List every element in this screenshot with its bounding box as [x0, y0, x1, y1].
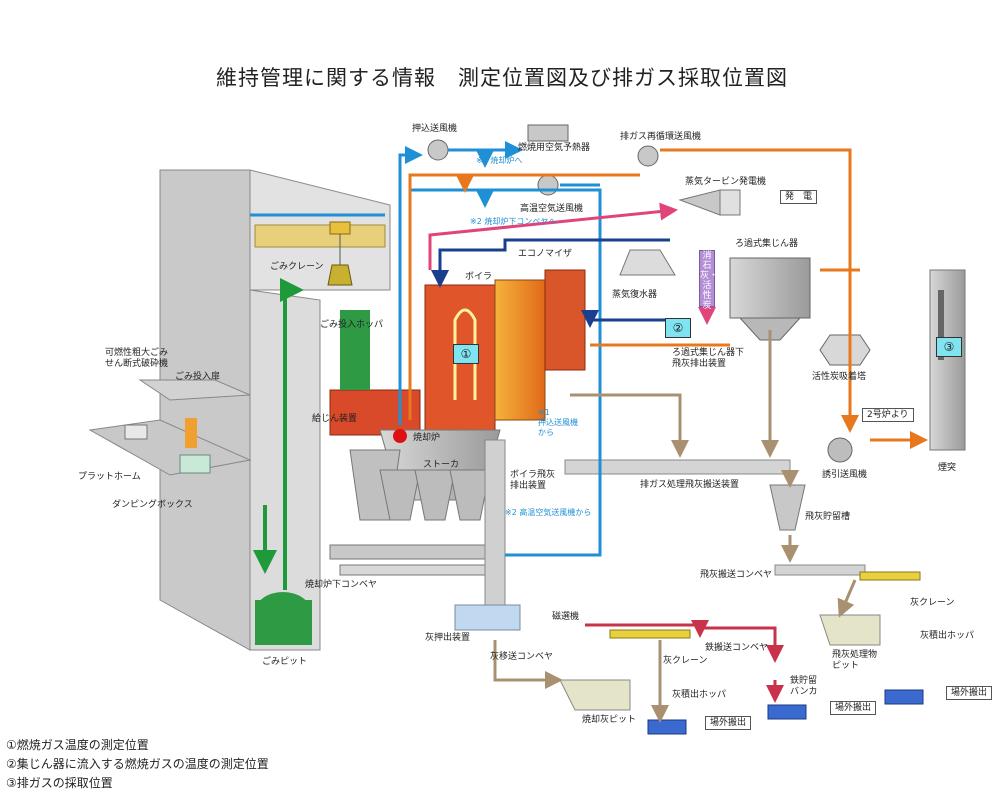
hot-air-fan-shape [537, 174, 559, 196]
recirc-fan-shape [637, 145, 659, 167]
legend-item-3: ③排ガスの採取位置 [6, 776, 113, 790]
label-unit2: 2号炉より [862, 408, 914, 422]
label-crusher: 可燃性粗大ごみ せん断式破砕機 [105, 348, 169, 369]
ash-extruder-box [454, 604, 521, 631]
label-ash-crane: 灰クレーン [663, 656, 708, 666]
label-offsite-3: 場外搬出 [946, 686, 993, 700]
marker-2: ② [665, 318, 691, 338]
label-boiler-fly-ash: ボイラ飛灰 排出装置 [510, 470, 556, 491]
label-offsite-2: 場外搬出 [830, 701, 877, 715]
refuse-crane [327, 221, 353, 286]
air-preheater-shape [527, 124, 569, 142]
air-lines [250, 141, 602, 557]
ash-elevator [484, 439, 506, 611]
label-boiler: ボイラ [465, 272, 493, 282]
label-refuse-pit: ごみピット [262, 657, 308, 667]
bag-filter-unit [729, 257, 811, 341]
water-lines [431, 238, 670, 328]
label-flue-recirc-fan: 排ガス再循環送風機 [620, 132, 702, 142]
label-stoker: ストーカ [423, 460, 460, 470]
ash-crane-rail [609, 629, 691, 639]
legend-item-1: ①燃焼ガス温度の測定位置 [6, 738, 149, 752]
label-offsite-1: 場外搬出 [705, 716, 752, 730]
label-power-gen: 発 電 [780, 190, 818, 204]
ash-crane-rail-2 [859, 571, 921, 581]
activated-carbon-tower [819, 334, 871, 366]
label-hopper: ごみ投入ホッパ [320, 320, 384, 330]
label-incinerator: 焼却炉 [413, 433, 441, 443]
label-ash-hopper-2: 灰積出ホッパ [920, 631, 975, 641]
label-fly-ash-silo: 飛灰貯留槽 [805, 512, 851, 522]
label-note1-from: ※1 押込送風機 から [538, 408, 578, 437]
label-iron-bunker: 鉄貯留 バンカ [790, 676, 818, 697]
truck-2 [767, 704, 807, 720]
ash-pit-shape [559, 679, 631, 711]
label-fly-ash-conveyor: 飛灰搬送コンベヤ [700, 570, 773, 580]
push-fan-shape [427, 139, 449, 161]
ash-lines [493, 330, 857, 723]
fly-ash-conveyor-shape [774, 564, 866, 576]
label-lime-carbon: 消石灰・活性炭 [699, 250, 719, 311]
induced-fan-shape [827, 437, 853, 463]
marker-3: ③ [936, 337, 962, 357]
label-induced-fan: 誘引送風機 [822, 470, 868, 480]
label-note1-to: ※1 焼却炉へ [476, 156, 523, 165]
label-iron-conveyor: 鉄搬送コンベヤ [705, 643, 769, 653]
fly-ash-pit-shape [819, 614, 881, 646]
label-air-preheater: 燃焼用空気予熱器 [518, 143, 591, 153]
label-platform: プラットホーム [78, 472, 141, 482]
label-note2-from: ※2 高温空気送風機から [505, 508, 592, 517]
label-push-fan: 押込送風機 [412, 124, 458, 134]
label-ash-transfer: 灰移送コンベヤ [490, 652, 554, 662]
label-steam-turbine: 蒸気タービン発電機 [685, 177, 767, 187]
turbine-shape [678, 189, 741, 216]
chimney-shape [929, 269, 966, 451]
label-condenser: 蒸気復水器 [612, 290, 658, 300]
label-dumping-box: ダンピングボックス [112, 500, 193, 510]
label-dump-door: ごみ投入扉 [175, 372, 221, 382]
truck-3 [884, 689, 924, 705]
label-note2-to: ※2 焼却炉下コンベヤへ [470, 217, 557, 226]
label-ash-hopper: 灰積出ホッパ [672, 690, 727, 700]
label-fly-ash-pit: 飛灰処理物 ピット [832, 650, 878, 671]
label-under-conveyor: 焼却炉下コンベヤ [305, 580, 378, 590]
label-chimney: 煙突 [938, 463, 957, 473]
marker-1: ① [453, 344, 479, 364]
label-hot-air-fan: 高温空気送風機 [520, 204, 584, 214]
fly-ash-silo-shape [769, 484, 806, 531]
label-ash-extruder: 灰押出装置 [425, 633, 471, 643]
stoker-hoppers [329, 449, 501, 576]
flue-lines [408, 148, 928, 449]
label-magnet: 磁選機 [552, 612, 580, 622]
truck-1 [647, 719, 687, 735]
label-bag-filter: ろ過式集じん器 [735, 239, 799, 249]
legend-item-2: ②集じん器に流入する燃焼ガスの温度の測定位置 [6, 757, 269, 771]
page-title: 維持管理に関する情報 測定位置図及び排ガス採取位置図 [216, 66, 788, 90]
label-ash-pit: 焼却灰ピット [582, 715, 637, 725]
label-ash-crane-2: 灰クレーン [910, 598, 955, 608]
label-refuse-crane: ごみクレーン [270, 262, 324, 272]
iron-lines [585, 620, 784, 703]
platform [88, 379, 252, 476]
steam-line [428, 202, 678, 270]
label-economizer: エコノマイザ [518, 249, 573, 259]
condenser-shape [619, 249, 676, 276]
flue-conveyor-shape [564, 459, 791, 475]
label-activated-carbon: 活性炭吸着塔 [812, 372, 867, 382]
label-feeder: 給じん装置 [312, 414, 358, 424]
refuse-lines [253, 278, 304, 590]
label-bag-fly-ash: ろ過式集じん器下 飛灰排出装置 [672, 348, 745, 369]
label-flue-conveyor: 排ガス処理飛灰搬送装置 [640, 480, 740, 490]
